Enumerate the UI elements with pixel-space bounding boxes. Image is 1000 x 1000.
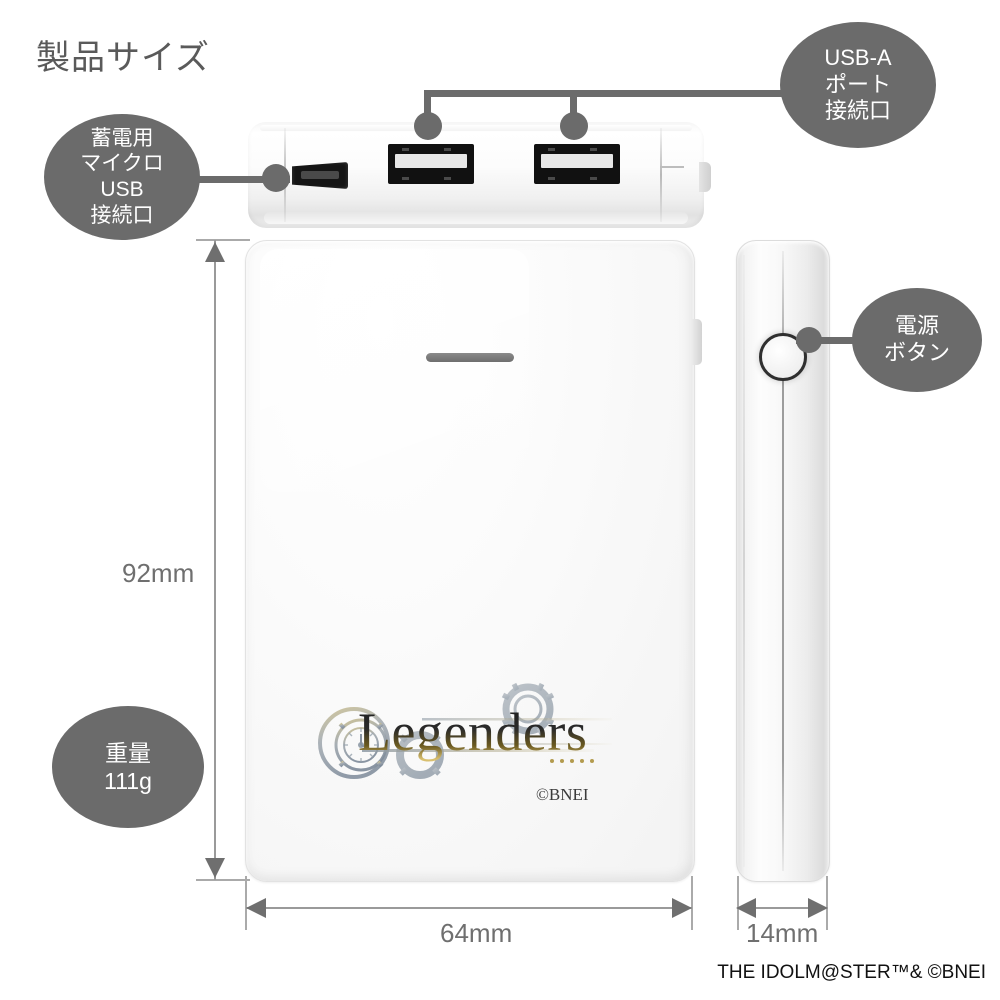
- usb-a-port-2: [534, 144, 620, 184]
- callout-usb-a-line-3: 接続口: [824, 98, 891, 124]
- callout-power-button: 電源 ボタン: [852, 288, 982, 392]
- dimension-extension-height-bottom: [196, 879, 250, 881]
- dimension-label-depth: 14mm: [746, 918, 819, 948]
- front-view-highlight: [260, 249, 529, 493]
- callout-micro-usb-line-1: 蓄電用: [90, 126, 154, 150]
- dimension-label-width: 64mm: [440, 918, 513, 948]
- dimension-extension-height-top: [196, 239, 250, 241]
- usb-a-port-1-notch-bl: [402, 177, 409, 180]
- usb-a-port-2-tongue: [541, 154, 613, 168]
- usb-a-port-2-notch-br: [590, 177, 597, 180]
- callout-usb-a-port: USB-A ポート 接続口: [780, 22, 936, 148]
- dimension-line-width: [246, 907, 692, 909]
- callout-micro-usb-line-3: USB: [100, 178, 144, 201]
- leader-dot-power-button: [796, 327, 822, 353]
- dimension-arrow-depth-right: [808, 898, 828, 918]
- product-logo: Legenders ©BNEI: [304, 673, 634, 804]
- micro-usb-port: [292, 162, 348, 189]
- callout-weight-line-1: 重量: [105, 739, 151, 766]
- top-view-power-button-nub: [699, 162, 711, 192]
- leader-line-micro-usb: [186, 176, 290, 183]
- dimension-line-depth: [738, 907, 826, 909]
- dimension-arrow-depth-left: [736, 898, 756, 918]
- leader-dot-usb-a-1: [414, 112, 442, 140]
- dimension-arrow-height-bottom: [205, 858, 225, 878]
- logo-gear-artwork: [318, 680, 612, 782]
- led-indicator-bar: [426, 353, 514, 362]
- product-logo-text: Legenders: [358, 702, 588, 762]
- callout-usb-a-line-1: USB-A: [824, 44, 892, 70]
- callout-weight-line-2: 111g: [104, 768, 152, 794]
- page-title: 製品サイズ: [36, 39, 210, 77]
- side-view-seam: [782, 251, 784, 871]
- leader-line-power-button: [796, 337, 866, 344]
- leader-line-usb-a-branch-1: [424, 90, 431, 120]
- top-view-seam-right: [660, 128, 662, 222]
- usb-a-port-2-notch-tr: [590, 148, 597, 151]
- product-logo-copyright: ©BNEI: [536, 785, 589, 804]
- callout-usb-a-line-2: ポート: [824, 71, 891, 97]
- usb-a-port-1: [388, 144, 474, 184]
- usb-a-port-2-notch-bl: [548, 177, 555, 180]
- callout-power-button-line-1: 電源: [894, 313, 939, 339]
- dimension-line-height: [214, 240, 216, 880]
- dimension-arrow-height-top: [205, 242, 225, 262]
- leader-dot-usb-a-2: [560, 112, 588, 140]
- device-top-view: [248, 122, 711, 228]
- dimension-extension-width-right: [691, 876, 693, 930]
- callout-weight: 重量 111g: [52, 706, 204, 828]
- dimension-arrow-width-left: [246, 898, 266, 918]
- footer-copyright: THE IDOLM@STER™& ©BNEI: [717, 962, 986, 983]
- usb-a-port-1-notch-br: [444, 177, 451, 180]
- leader-line-usb-a-main: [424, 90, 864, 97]
- top-view-bevel-lower: [264, 212, 688, 224]
- callout-power-button-line-2: ボタン: [883, 340, 950, 365]
- usb-a-port-1-tongue: [395, 154, 467, 168]
- top-view-seam-right-cross: [660, 166, 684, 168]
- leader-dot-micro-usb: [262, 164, 290, 192]
- micro-usb-port-inner: [301, 171, 339, 179]
- device-front-view: Legenders ©BNEI: [245, 240, 702, 882]
- usb-a-port-1-notch-tr: [444, 148, 451, 151]
- leader-line-usb-a-branch-2: [570, 90, 577, 120]
- top-view-bevel-upper: [260, 125, 692, 131]
- callout-micro-usb-port: 蓄電用 マイクロ USB 接続口: [44, 114, 200, 240]
- dimension-label-height: 92mm: [122, 558, 195, 588]
- callout-micro-usb-line-2: マイクロ: [80, 152, 164, 176]
- dimension-arrow-width-right: [672, 898, 692, 918]
- usb-a-port-1-notch-tl: [402, 148, 409, 151]
- usb-a-port-2-notch-tl: [548, 148, 555, 151]
- front-view-power-button-nub: [691, 319, 702, 365]
- side-view-edge-line: [743, 255, 745, 867]
- callout-micro-usb-line-4: 接続口: [90, 203, 154, 227]
